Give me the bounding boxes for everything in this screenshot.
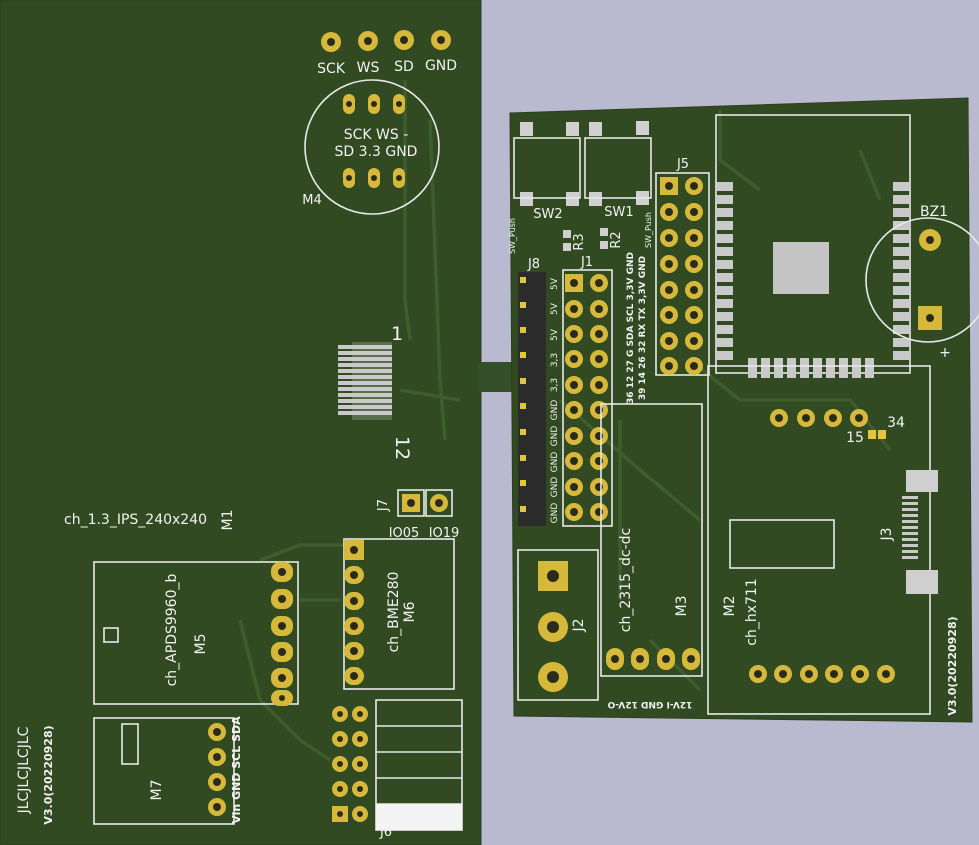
j7-pin-io05: IO05 — [389, 526, 420, 541]
svg-text:3,3: 3,3 — [550, 353, 560, 367]
m3-ref: M3 — [674, 596, 690, 617]
hx711-label: ch_hx711 — [744, 578, 760, 645]
mic-label-sd: SD — [394, 59, 414, 75]
j1-outline — [562, 269, 613, 527]
j5-col2-labels: 39 14 26 32 RX TX 3,3V GND — [638, 256, 648, 400]
sw2-ref: SW2 — [533, 207, 562, 222]
svg-text:GND: GND — [550, 426, 560, 447]
esp32-module — [715, 114, 911, 378]
mic-outline — [304, 79, 440, 215]
apds-pads — [271, 562, 293, 706]
right-board-substrate — [509, 97, 973, 723]
resistors — [563, 228, 608, 251]
svg-text:5V: 5V — [550, 302, 560, 315]
bme-label: ch_BME280 — [386, 572, 402, 653]
j6-header — [332, 699, 463, 831]
m7-pads — [208, 723, 226, 816]
svg-text:GND: GND — [550, 477, 560, 498]
j5-ref: J5 — [676, 157, 689, 172]
bme-ref: M6 — [402, 601, 418, 622]
m7-outline — [93, 717, 235, 825]
mic-label-ws: WS — [357, 60, 380, 76]
apds-ref: M5 — [193, 634, 209, 655]
mic-label-gnd: GND — [425, 58, 457, 74]
right-board: SW2 SW1 SW_Push SW_Push R3 R2 J8 5V 5V 5… — [508, 97, 979, 723]
fpc-pin-1: 1 — [391, 323, 403, 345]
j1-pin-labels: 5V 5V 5V 3,3 3,3 GND GND GND GND GND — [550, 277, 560, 523]
j8-ref: J8 — [527, 257, 540, 272]
svg-text:GND: GND — [550, 400, 560, 421]
bme-pads — [344, 540, 364, 685]
j2-ref: J2 — [571, 618, 587, 632]
r2-ref: R2 — [609, 231, 624, 248]
r3-ref: R3 — [572, 233, 587, 250]
left-board: SCK WS SD GND SCK WS - SD 3.3 GND M4 — [0, 0, 482, 845]
pin-34: 34 — [887, 415, 905, 431]
j3-connector — [902, 470, 938, 594]
mic-inner-row2: SD 3.3 GND — [335, 144, 418, 160]
fpc-pin-12: 12 — [391, 436, 413, 460]
dcdc-outline — [600, 403, 703, 677]
mic-pads — [343, 94, 405, 188]
display-label: ch_1.3_IPS_240x240 — [64, 512, 207, 528]
svg-text:3,3: 3,3 — [550, 378, 560, 392]
j1-ref: J1 — [580, 255, 593, 270]
right-version: V3.0(20220928) — [946, 616, 959, 715]
j5-col1-labels: 36 12 27 G SDA SCL 3,3V GND — [626, 252, 636, 404]
apds-outline — [93, 561, 299, 705]
mic-ref: M4 — [302, 193, 322, 208]
j5-outline — [655, 172, 710, 376]
m2-ref: M2 — [722, 596, 738, 617]
left-version: V3.0(20220928) — [42, 725, 55, 824]
j7-pin-io19: IO19 — [429, 526, 460, 541]
svg-text:5V: 5V — [550, 328, 560, 341]
j7-ref: J7 — [376, 499, 391, 512]
sw-push-left: SW_Push — [508, 218, 517, 254]
buzzer-outline — [865, 217, 979, 343]
apds-label: ch_APDS9960_b — [164, 574, 180, 687]
j1-pads — [565, 274, 608, 521]
j6-ref: J6 — [379, 825, 392, 840]
svg-text:5V: 5V — [550, 277, 560, 290]
m7-pin-labels: Vin GND SCL SDA — [230, 716, 243, 824]
power-label: 12V-I GND 12V-O — [607, 699, 692, 709]
trace-group — [238, 80, 461, 762]
bme-outline — [343, 538, 455, 690]
hx711-outline — [707, 365, 931, 715]
jlc-text: JLCJLCJLCJLC — [16, 726, 32, 814]
board-bridge — [478, 362, 516, 392]
j5-pads — [660, 177, 703, 375]
m7-ref: M7 — [149, 780, 165, 801]
display-ref: M1 — [220, 510, 236, 531]
hx711-pads — [749, 665, 895, 683]
sw1-ref: SW1 — [604, 205, 633, 220]
switches — [513, 121, 652, 206]
j2-outline — [517, 549, 599, 701]
pin-15: 15 — [846, 430, 864, 446]
bz1-ref: BZ1 — [920, 204, 948, 220]
j8-header — [518, 272, 546, 526]
svg-text:GND: GND — [550, 452, 560, 473]
bz-plus: + — [939, 345, 951, 361]
fpc-connector — [338, 342, 392, 420]
svg-text:GND: GND — [550, 503, 560, 524]
dcdc-label: ch_2315_dc-dc — [618, 528, 634, 632]
sw-push-right: SW_Push — [644, 212, 653, 248]
mic-inner-row1: SCK WS - — [344, 127, 409, 143]
dcdc-pads — [606, 648, 700, 670]
right-trace-group — [558, 110, 892, 692]
mic-label-sck: SCK — [317, 61, 346, 77]
j3-ref: J3 — [879, 527, 895, 541]
mic-header — [321, 30, 451, 52]
io-pads — [770, 409, 886, 439]
